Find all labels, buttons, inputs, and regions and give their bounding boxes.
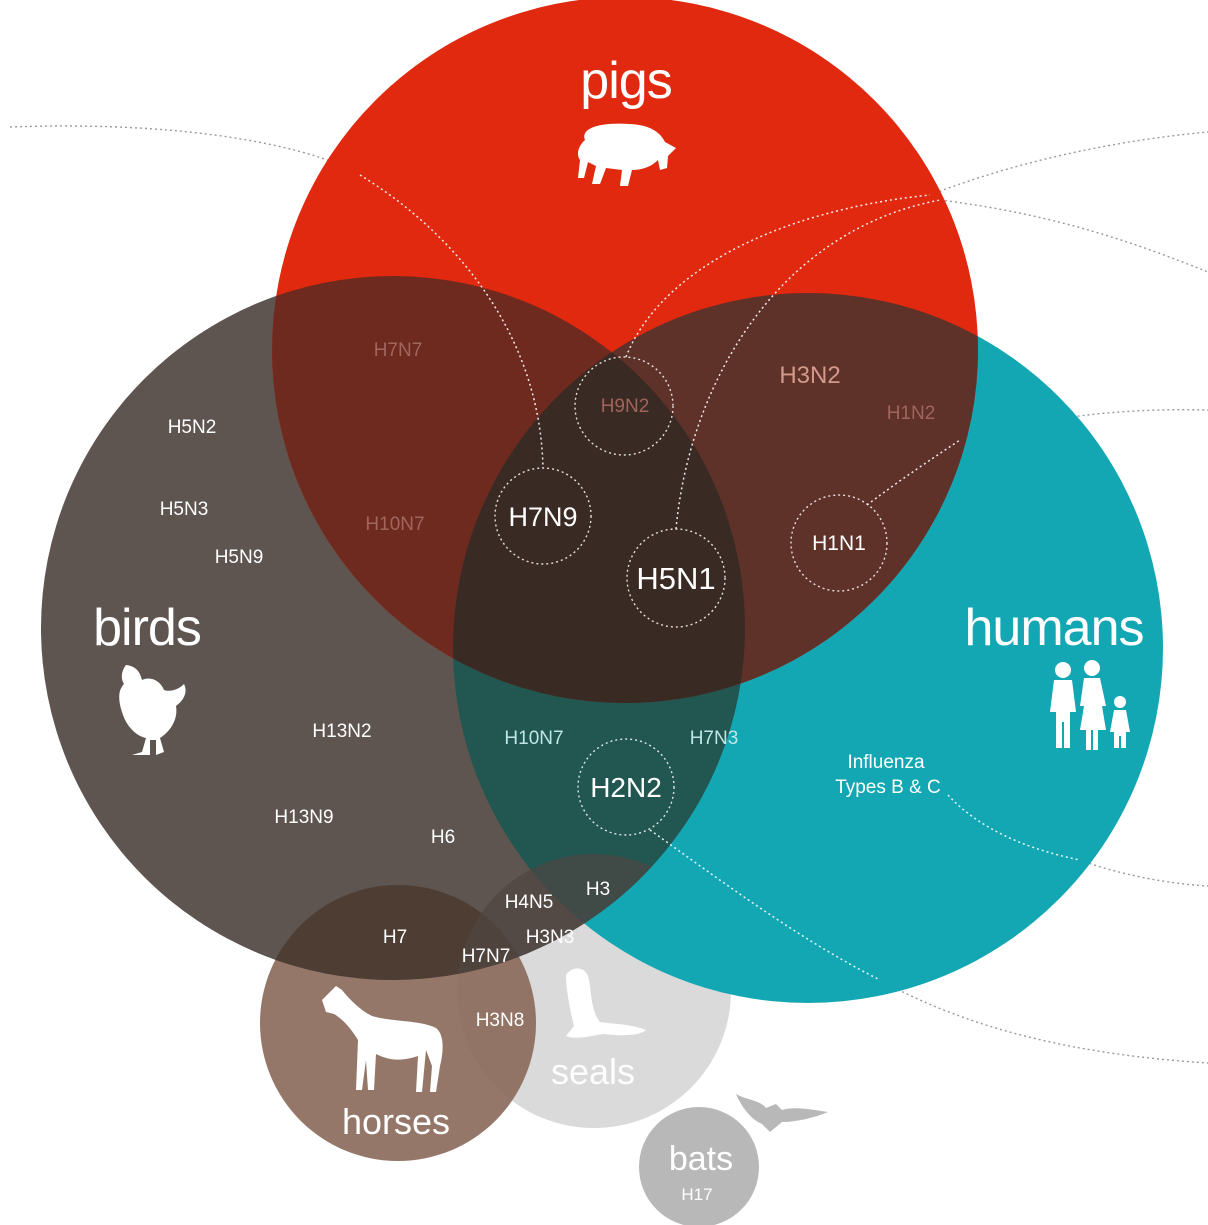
strain-h7n3: H7N3 bbox=[690, 728, 739, 749]
strain-h13n2: H13N2 bbox=[312, 721, 371, 742]
strain-h1n2: H1N2 bbox=[887, 403, 936, 424]
seal-icon bbox=[566, 968, 646, 1038]
leader-line-influenza-right bbox=[1079, 859, 1208, 887]
strain-h5n2: H5N2 bbox=[168, 417, 217, 438]
strain-h2n2: H2N2 bbox=[590, 772, 662, 803]
strain-h7n7-pigs-birds: H7N7 bbox=[374, 340, 423, 361]
bats-strain-label: H17 bbox=[681, 1185, 712, 1204]
link-h5n1 bbox=[675, 199, 941, 530]
strain-h6: H6 bbox=[431, 827, 455, 848]
h2n2-ring bbox=[577, 738, 675, 836]
horse-icon bbox=[322, 986, 443, 1092]
pigs-label: pigs bbox=[580, 52, 671, 110]
link-h1n1 bbox=[866, 439, 961, 506]
strain-h7n9: H7N9 bbox=[508, 502, 577, 532]
humans-label: humans bbox=[965, 599, 1144, 657]
bat-icon bbox=[736, 1094, 828, 1132]
horses-label: horses bbox=[342, 1101, 450, 1142]
strain-h1n1: H1N1 bbox=[812, 532, 866, 555]
humans-family-icon bbox=[1050, 660, 1130, 750]
strain-h7: H7 bbox=[383, 927, 407, 948]
internal-links bbox=[359, 174, 1081, 981]
strain-h10n7-birds-humans: H10N7 bbox=[504, 728, 563, 749]
link-h2n2 bbox=[649, 829, 881, 981]
leader-line-h2n2-right bbox=[879, 979, 1208, 1064]
link-influenza bbox=[947, 794, 1081, 861]
strain-h3: H3 bbox=[586, 879, 610, 900]
strain-h4n5: H4N5 bbox=[505, 892, 554, 913]
h9n2-ring bbox=[574, 356, 674, 456]
strain-h5n3: H5N3 bbox=[160, 499, 209, 520]
bats-label: bats bbox=[669, 1140, 733, 1178]
leader-line-top-right bbox=[929, 131, 1208, 196]
seals-label: seals bbox=[551, 1051, 635, 1092]
strain-h5n1: H5N1 bbox=[636, 561, 715, 596]
strain-h7n7-horses: H7N7 bbox=[462, 946, 511, 967]
strain-h5n9: H5N9 bbox=[215, 547, 264, 568]
leader-line-h1n1-right bbox=[959, 408, 1208, 441]
link-h9n2 bbox=[625, 194, 931, 358]
link-h7n9 bbox=[359, 174, 544, 469]
bats-circle bbox=[639, 1107, 759, 1225]
pig-icon bbox=[577, 123, 676, 186]
strain-h9n2: H9N2 bbox=[601, 396, 650, 417]
pigs-humans-overlap bbox=[453, 293, 978, 703]
leader-lines bbox=[9, 125, 1208, 1064]
leader-line-top-left bbox=[9, 125, 361, 176]
h1n1-ring bbox=[790, 494, 888, 592]
rooster-icon bbox=[119, 665, 186, 755]
strain-h3n2: H3N2 bbox=[779, 362, 840, 389]
influenza-label-line1: Influenza bbox=[847, 752, 925, 773]
strain-h3n3: H3N3 bbox=[526, 927, 575, 948]
pigs-humans-overlap-group bbox=[453, 293, 978, 703]
strain-h3n8: H3N8 bbox=[476, 1010, 525, 1031]
leader-line-pig-right bbox=[939, 199, 1208, 273]
influenza-label-line2: Types B & C bbox=[835, 777, 941, 798]
strain-h10n7-pigs-birds: H10N7 bbox=[365, 514, 424, 535]
strain-h13n9: H13N9 bbox=[274, 807, 333, 828]
birds-label: birds bbox=[93, 599, 201, 657]
